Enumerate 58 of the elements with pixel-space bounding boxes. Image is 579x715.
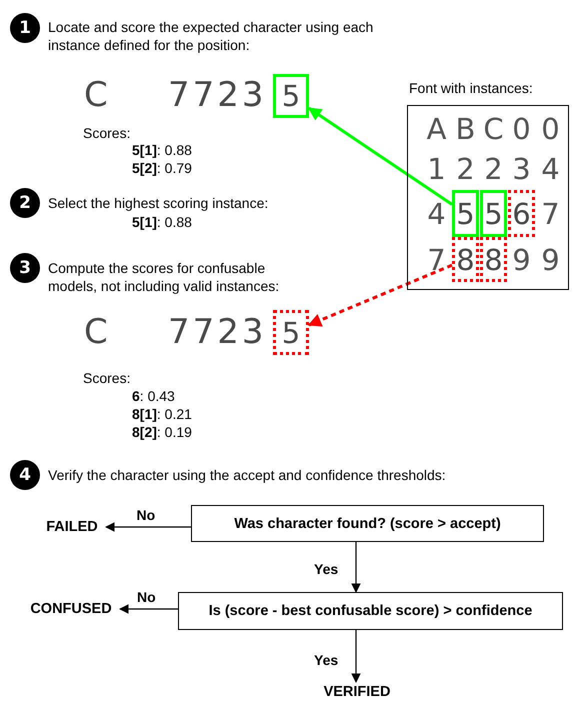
font-character: 7 (426, 242, 447, 278)
character-string: C (84, 312, 108, 352)
outcome-text: CONFUSED (22, 599, 120, 619)
score-text: 8[2]: 0.19 (132, 424, 192, 441)
character-string: 7723 (168, 312, 267, 352)
font-character: 4 (426, 196, 447, 232)
score-text: 5[1]: 0.88 (132, 142, 192, 159)
font-character: 7 (540, 196, 561, 232)
character-highlight-box: 6 (508, 190, 535, 237)
step-instruction: Compute the scores for confusable models, not including valid instances: (48, 259, 280, 295)
font-character: 0 (540, 111, 561, 148)
character-highlight-box: 5 (480, 190, 507, 237)
font-character: 1 (426, 151, 447, 188)
panel-heading: Font with instances: (409, 80, 533, 97)
arrow (351, 630, 361, 683)
arrow (308, 106, 453, 206)
score-text: 5[1]: 0.88 (132, 214, 192, 231)
character-highlight-box: 5 (452, 190, 479, 237)
edge-label: No (137, 589, 156, 605)
character-string: 7723 (168, 75, 267, 115)
character-highlight-box: 5 (273, 74, 309, 118)
score-text: Scores: (83, 370, 130, 387)
font-character: 2 (455, 151, 476, 188)
outcome-text: FAILED (38, 517, 106, 537)
step-instruction: Locate and score the expected character using each instance defined for the position: (48, 18, 374, 54)
score-text: 5[2]: 0.79 (132, 160, 192, 177)
process-box: Was character found? (score > accept) (191, 505, 544, 542)
font-character: C (482, 111, 505, 148)
step-number-badge: 2 (10, 188, 40, 218)
step-instruction: Select the highest scoring instance: (48, 194, 270, 212)
score-text: 6: 0.43 (132, 388, 175, 405)
arrow (105, 522, 191, 532)
font-character: 9 (540, 242, 561, 278)
character-string: C (84, 75, 108, 115)
edge-label: Yes (314, 652, 338, 668)
character-highlight-box: 8 (480, 237, 507, 282)
arrow (351, 542, 361, 593)
font-character: 2 (483, 151, 504, 188)
process-box: Is (score - best confusable score) > confidence (178, 592, 563, 630)
score-text: 8[1]: 0.21 (132, 406, 192, 423)
character-highlight-box: 8 (452, 237, 479, 282)
font-character: 0 (511, 111, 532, 148)
outcome-text: VERIFIED (316, 682, 398, 702)
step-instruction: Verify the character using the accept and confidence thresholds: (48, 466, 447, 484)
character-highlight-box: 5 (273, 310, 309, 355)
edge-label: No (136, 507, 156, 523)
step-number-badge: 4 (10, 460, 40, 490)
font-character: 4 (540, 151, 561, 188)
step-number-badge: 3 (10, 253, 40, 283)
font-character: A (426, 111, 448, 148)
step-number-badge: 1 (10, 13, 40, 43)
arrow (308, 264, 453, 326)
score-text: Scores: (83, 125, 130, 142)
font-character: B (454, 111, 476, 148)
font-character: 9 (511, 242, 532, 278)
arrow (119, 604, 178, 614)
font-character: 3 (511, 151, 532, 188)
edge-label: Yes (314, 561, 338, 577)
